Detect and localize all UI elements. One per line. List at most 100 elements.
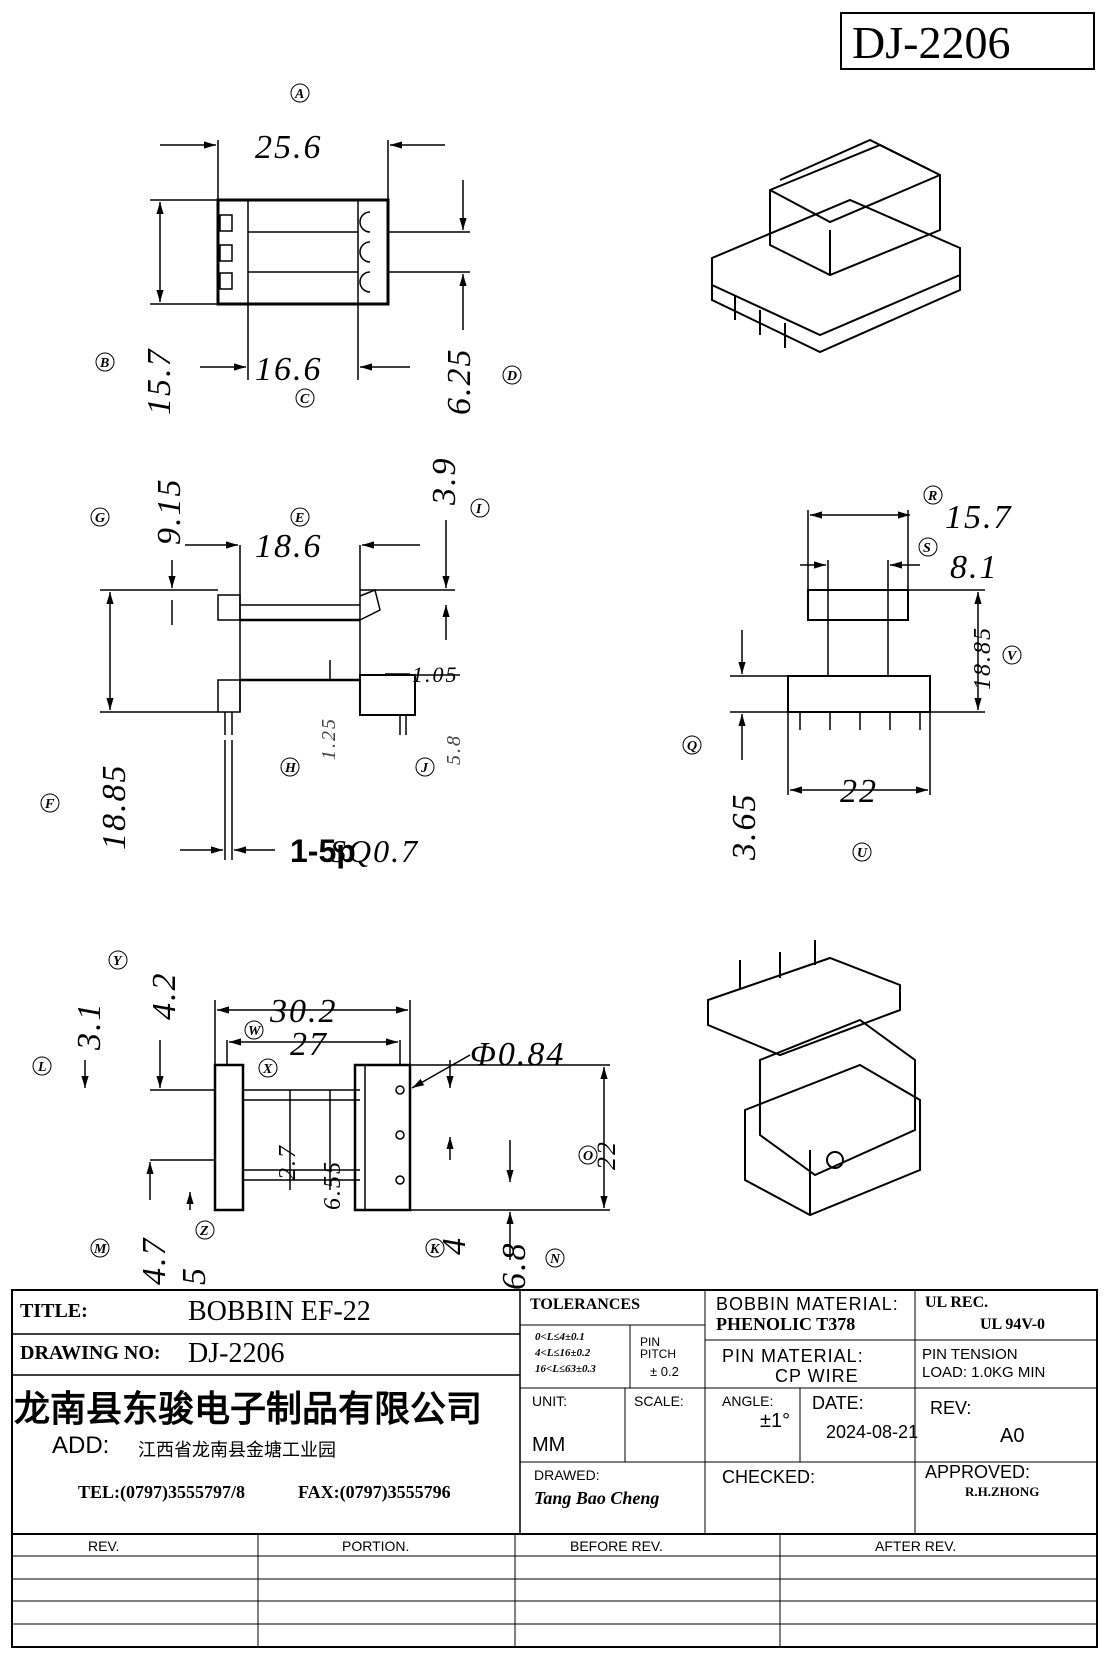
tol-2: 4<L≤16±0.2 [535,1347,591,1359]
callout-markers: A B C D E F G H I J Q R S U V W X Y L M … [32,83,1022,1268]
svg-text:J: J [420,761,429,776]
callout-x: X [258,1058,278,1078]
pin-pitch-tol: ± 0.2 [650,1364,679,1379]
dim-side-right: 3.9 [426,457,463,507]
svg-text:S: S [923,541,931,556]
dim-bot-h: 6.8 [496,1242,533,1291]
svg-text:U: U [857,846,868,861]
svg-text:W: W [248,1024,262,1039]
checked-label: CHECKED: [722,1467,816,1487]
callout-z: Z [195,1220,215,1240]
callout-y: Y [108,950,128,970]
svg-text:Q: Q [687,739,697,754]
bobbin-material-label: BOBBIN MATERIAL: [716,1294,899,1314]
callout-a: A [290,83,310,103]
approved-value: R.H.ZHONG [965,1484,1040,1499]
pin-material-value: CP WIRE [775,1366,859,1386]
dim-bot-d: 6.55 [320,1160,346,1210]
dim-end-base: 3.65 [726,793,763,862]
drawing-no-value: DJ-2206 [188,1338,285,1369]
callout-j: J [415,757,435,777]
company-name: 龙南县东骏电子制品有限公司 [14,1389,483,1430]
callout-l: L [32,1056,52,1076]
end-view [730,510,985,795]
svg-text:B: B [99,356,109,371]
drawing-number-box: DJ-2206 [840,12,1095,70]
pin-tension-value: LOAD: 1.0KG MIN [922,1364,1046,1381]
dim-bot-inner: 27 [290,1026,328,1063]
ul-label: UL REC. [925,1294,989,1311]
rev-value: A0 [1000,1425,1025,1447]
callout-i: I [470,498,490,518]
dim-bot-f: 5 [176,1266,213,1285]
dim-top-height: 15.7 [141,348,178,416]
callout-n: N [545,1248,565,1268]
title-value: BOBBIN EF-22 [188,1296,371,1327]
after-rev-col-header: AFTER REV. [875,1538,957,1554]
callout-g: G [90,507,110,527]
angle-label: ANGLE: [722,1393,774,1409]
callout-s: S [918,537,938,557]
tel: TEL:(0797)3555797/8 [78,1482,246,1502]
bobbin-material-value: PHENOLIC T378 [716,1314,856,1334]
svg-text:I: I [475,502,482,517]
bottom-view [81,1000,610,1260]
callout-w: W [244,1020,264,1040]
svg-text:A: A [294,87,304,102]
svg-text:R: R [927,489,937,504]
rev-col-header: REV. [88,1538,120,1554]
isometric-bottom-view [707,940,921,1217]
callout-b: B [95,352,115,372]
callout-c: C [295,388,315,408]
fax: FAX:(0797)3555796 [298,1482,451,1502]
svg-text:M: M [93,1242,107,1257]
svg-text:C: C [300,392,310,407]
dim-top-pitch: 6.25 [441,348,478,416]
callout-q: Q [682,735,702,755]
dim-end-width: 15.7 [945,499,1013,536]
svg-text:N: N [549,1252,561,1267]
dim-side-height: 18.85 [96,764,133,851]
address-label: ADD: [52,1432,110,1459]
rev-label: REV: [930,1398,972,1418]
callout-d: D [502,365,522,385]
approved-label: APPROVED: [925,1462,1031,1482]
svg-text:G: G [95,511,105,526]
dim-bot-a: 3.1 [71,1002,108,1052]
svg-text:L: L [37,1060,47,1075]
dim-side-small: 1.05 [412,662,459,687]
dim-end-height: 18.85 [970,626,996,690]
pin-pitch-label: PIN PITCH [640,1335,676,1361]
callout-u: U [852,842,872,862]
svg-text:V: V [1007,649,1018,664]
ul-value: UL 94V-0 [980,1316,1046,1333]
callout-o: O [578,1145,598,1165]
tolerances-label: TOLERANCES [530,1296,640,1313]
date-label: DATE: [812,1393,864,1413]
callout-f: F [40,793,60,813]
before-rev-col-header: BEFORE REV. [570,1538,663,1554]
pin-count-label: 1-5p [290,833,356,869]
svg-text:O: O [583,1149,593,1164]
callout-e: E [290,507,310,527]
svg-text:H: H [284,761,297,776]
dim-top-inner: 16.6 [255,351,323,388]
svg-text:Z: Z [199,1224,209,1239]
svg-text:K: K [429,1242,441,1257]
drawing-no-label: DRAWING NO: [20,1342,161,1364]
date-value: 2024-08-21 [826,1422,919,1442]
svg-text:F: F [44,797,55,812]
svg-text:Y: Y [113,954,123,969]
dim-bot-g: 4 [436,1236,473,1255]
title-label: TITLE: [20,1300,88,1322]
dim-bot-b: 4.2 [146,972,183,1021]
drawing-number-text: DJ-2206 [852,17,1011,68]
tol-3: 16<L≤63±0.3 [535,1363,596,1375]
callout-k: K [425,1238,445,1258]
isometric-top-view [711,138,961,354]
tol-1: 0<L≤4±0.1 [535,1331,585,1343]
dim-pin-sq: SQ0.7 [330,833,419,869]
drawed-value: Tang Bao Cheng [534,1488,660,1508]
dim-top-width: 25.6 [255,129,323,166]
